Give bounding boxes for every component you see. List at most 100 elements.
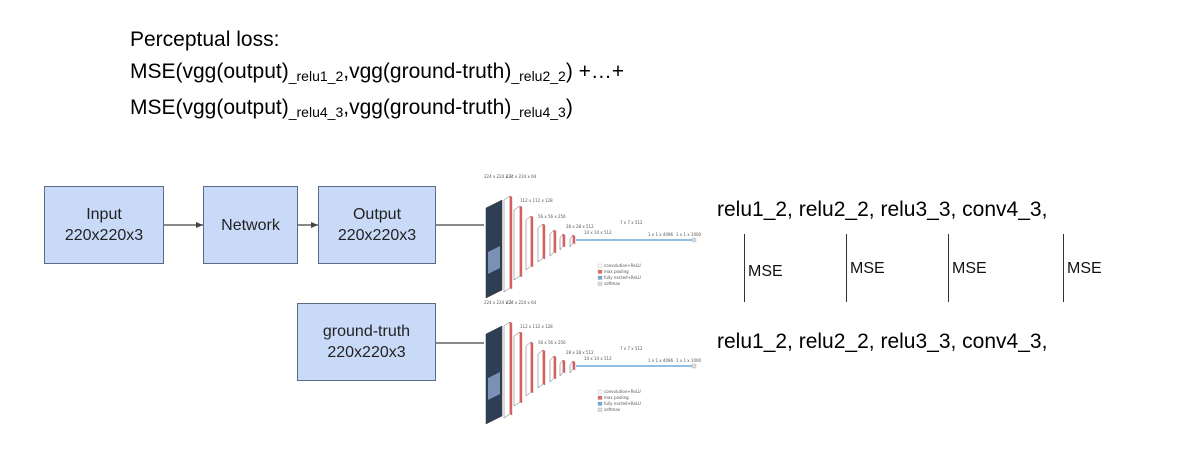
vgg-dim-label-5: 14 x 14 x 512 bbox=[584, 356, 612, 361]
vgg-legend-label-3: softmax bbox=[604, 281, 621, 286]
output-node-size: 220x220x3 bbox=[337, 227, 417, 244]
vgg-conv-layer-0 bbox=[503, 321, 511, 419]
output-node-label: Output bbox=[352, 206, 402, 223]
vgg-softmax bbox=[691, 237, 697, 243]
vgg-conv-layer-3 bbox=[537, 349, 544, 389]
vgg-dim-label-6: 7 x 7 x 512 bbox=[620, 220, 643, 225]
vgg-legend-label-2: fully nected+ReLU bbox=[604, 275, 641, 280]
vgg-input-image-detail bbox=[488, 372, 500, 400]
formula-line-2-head: MSE(vgg(output) bbox=[130, 96, 289, 119]
vgg-conv-layer-0 bbox=[503, 195, 511, 293]
vgg-legend-swatch-2 bbox=[597, 275, 603, 280]
vgg-legend-swatch-3 bbox=[597, 281, 603, 286]
mse-connector-1 bbox=[744, 234, 745, 302]
ground-truth-node-label: ground-truth bbox=[322, 323, 411, 340]
vgg-legend-label-1: max pooling bbox=[604, 269, 629, 274]
vgg-dim-label-8: 1 x 1 x 1000 bbox=[676, 358, 702, 363]
vgg-pool-layer-4 bbox=[553, 355, 557, 380]
vgg-conv-layer-2 bbox=[525, 215, 532, 271]
vgg-conv-layer-4 bbox=[549, 229, 555, 257]
vgg-conv-layer-3 bbox=[537, 223, 544, 263]
vgg-legend-label-0: convolution+ReLU bbox=[604, 263, 641, 268]
vgg-dim-label-0: 224 x 224 x 3 bbox=[484, 174, 512, 179]
vgg-dim-label-8: 1 x 1 x 1000 bbox=[676, 232, 702, 237]
mse-label-1: MSE bbox=[748, 263, 783, 280]
mse-label-3: MSE bbox=[952, 260, 987, 277]
vgg-pool-layer-2 bbox=[530, 341, 534, 394]
vgg-legend-swatch-1 bbox=[597, 269, 603, 274]
vgg-dim-label-4: 28 x 28 x 512 bbox=[566, 224, 594, 229]
mse-label-2: MSE bbox=[850, 260, 885, 277]
mse-label-4: MSE bbox=[1067, 260, 1102, 277]
vgg-conv-layer-2 bbox=[525, 341, 532, 397]
vgg-legend-label-0: convolution+ReLU bbox=[604, 389, 641, 394]
vgg-pool-layer-6 bbox=[572, 360, 576, 371]
formula-line-2-tail: ) bbox=[565, 96, 573, 119]
vgg-dim-label-6: 7 x 7 x 512 bbox=[620, 346, 643, 351]
vgg-pool-layer-1 bbox=[519, 205, 523, 278]
vgg-dim-label-7: 1 x 1 x 4096 bbox=[648, 358, 674, 363]
formula-line-2-sub2: _relu4_3 bbox=[511, 104, 566, 120]
formula-line-2-sub1: _relu4_3 bbox=[288, 104, 344, 120]
mse-connector-2 bbox=[846, 234, 847, 302]
mse-connector-4 bbox=[1063, 234, 1064, 302]
output-node: Output 220x220x3 bbox=[318, 186, 436, 264]
vgg-softmax bbox=[691, 363, 697, 369]
formula-line-2-mid: ,vgg(ground-truth) bbox=[343, 96, 512, 119]
vgg-pool-layer-1 bbox=[519, 331, 523, 404]
vgg-pool-layer-0 bbox=[509, 321, 513, 416]
vgg-conv-layer-6 bbox=[569, 360, 574, 374]
formula-line-1-sub1: _relu1_2 bbox=[288, 68, 344, 84]
vgg-legend-label-3: softmax bbox=[604, 407, 621, 412]
vgg-conv-layer-4 bbox=[549, 355, 555, 383]
vgg-legend-label-2: fully nected+ReLU bbox=[604, 401, 641, 406]
vgg-dim-label-4: 28 x 28 x 512 bbox=[566, 350, 594, 355]
vgg-legend-swatch-0 bbox=[597, 263, 603, 268]
vgg-conv-layer-1 bbox=[513, 331, 521, 407]
vgg-input-image-detail bbox=[488, 246, 500, 274]
formula-line-1: MSE(vgg(output)_relu1_2,vgg(ground-truth… bbox=[130, 56, 624, 92]
formula-line-1-mid: ,vgg(ground-truth) bbox=[343, 60, 512, 83]
perceptual-loss-formula: Perceptual loss: MSE(vgg(output)_relu1_2… bbox=[130, 24, 624, 128]
vgg-pool-layer-5 bbox=[562, 359, 566, 374]
vgg-legend-swatch-0 bbox=[597, 389, 603, 394]
vgg-dim-label-2: 112 x 112 x 128 bbox=[520, 198, 553, 203]
layers-top: relu1_2, relu2_2, relu3_3, conv4_3, bbox=[717, 198, 1048, 221]
input-node-label: Input bbox=[86, 206, 122, 223]
vgg-legend-swatch-1 bbox=[597, 395, 603, 400]
vgg-legend-swatch-3 bbox=[597, 407, 603, 412]
mse-connector-3 bbox=[948, 234, 949, 302]
vgg-dim-label-3: 56 x 56 x 256 bbox=[538, 214, 566, 219]
vgg-conv-layer-1 bbox=[513, 205, 521, 281]
vgg-pool-layer-6 bbox=[572, 234, 576, 245]
vgg-pool-layer-0 bbox=[509, 195, 513, 290]
vgg-pool-layer-3 bbox=[542, 223, 546, 260]
layers-bottom: relu1_2, relu2_2, relu3_3, conv4_3, bbox=[717, 330, 1048, 353]
formula-title: Perceptual loss: bbox=[130, 28, 280, 51]
vgg-conv-layer-5 bbox=[559, 233, 564, 251]
vgg-conv-layer-6 bbox=[569, 234, 574, 248]
network-node: Network bbox=[203, 186, 298, 264]
vgg-pool-layer-3 bbox=[542, 349, 546, 386]
vgg-conv-layer-5 bbox=[559, 359, 564, 377]
vgg-dim-label-1: 224 x 224 x 64 bbox=[506, 300, 537, 305]
vgg-pool-layer-4 bbox=[553, 229, 557, 254]
network-node-label: Network bbox=[221, 216, 280, 234]
vgg-pool-layer-2 bbox=[530, 215, 534, 268]
vgg-pool-layer-5 bbox=[562, 233, 566, 248]
vgg-dim-label-7: 1 x 1 x 4096 bbox=[648, 232, 674, 237]
input-node-size: 220x220x3 bbox=[64, 227, 144, 244]
formula-line-2: MSE(vgg(output)_relu4_3,vgg(ground-truth… bbox=[130, 92, 624, 128]
vgg-dim-label-5: 14 x 14 x 512 bbox=[584, 230, 612, 235]
ground-truth-node-size: 220x220x3 bbox=[327, 344, 406, 361]
vgg-dim-label-1: 224 x 224 x 64 bbox=[506, 174, 537, 179]
vgg-legend-label-1: max pooling bbox=[604, 395, 629, 400]
formula-line-1-head: MSE(vgg(output) bbox=[130, 60, 289, 83]
vgg-dim-label-3: 56 x 56 x 256 bbox=[538, 340, 566, 345]
vgg-legend-swatch-2 bbox=[597, 401, 603, 406]
ground-truth-node: ground-truth 220x220x3 bbox=[297, 303, 436, 381]
input-node: Input 220x220x3 bbox=[44, 186, 164, 264]
